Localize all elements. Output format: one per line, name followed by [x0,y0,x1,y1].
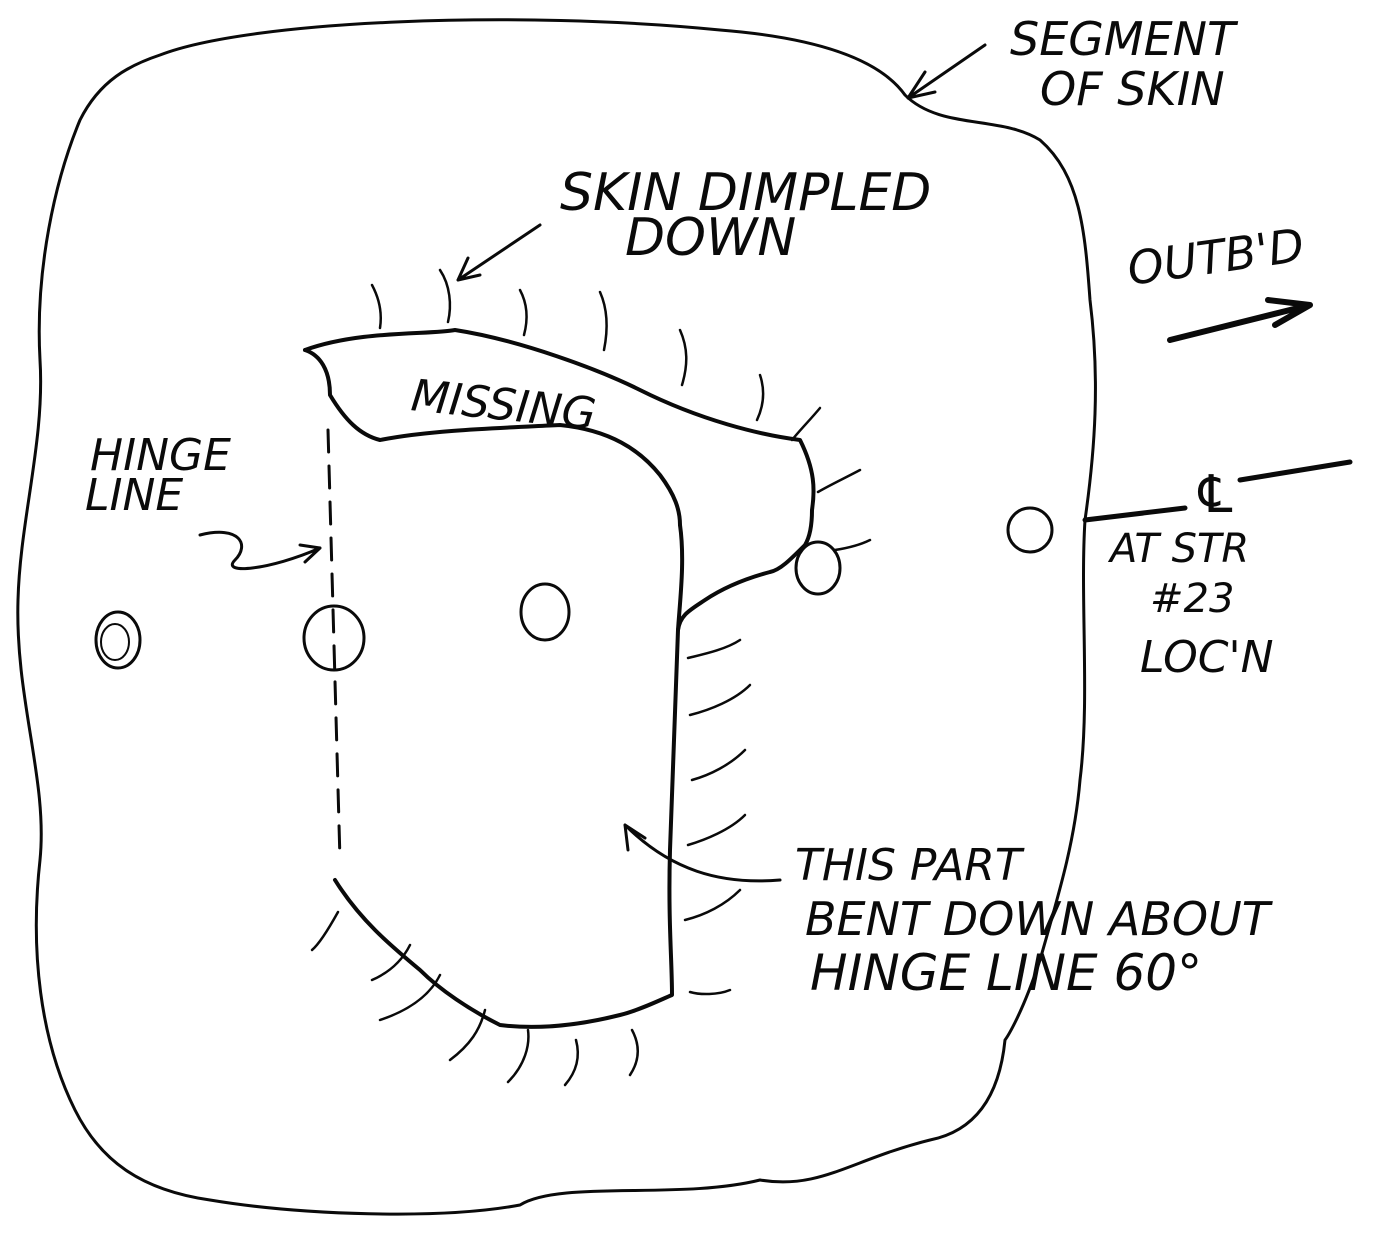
label-hinge-line2: LINE [85,470,183,521]
dimple-leader-arrow [456,223,542,282]
fastener-hole-hinge [302,604,366,672]
bent-part-leader-arrow [623,823,782,883]
fastener-hole-flap [519,582,571,642]
segment-leader-arrow [906,43,987,100]
dimple-ticks-bottom [310,910,639,1087]
fastener-hole-right [1006,506,1054,554]
bent-flap-outline [333,523,685,1029]
label-centerline: ℄ [1192,465,1239,525]
label-missing: MISSING [409,370,599,440]
fastener-hole-torn [794,540,842,596]
label-outbd: OUTB'D [1124,218,1307,296]
fastener-holes [94,506,1054,672]
dimple-ticks-top [370,268,822,442]
label-dimpled-line1: SKIN DIMPLED [560,163,931,223]
label-bent-line3: HINGE LINE 60° [810,944,1202,1002]
label-stringer-line3: LOC'N [1140,632,1274,683]
label-dimpled-line2: DOWN [625,208,796,268]
label-segment-line1: SEGMENT [1010,12,1239,66]
label-stringer-line2: #23 [1150,576,1234,622]
label-stringer-line1: AT STR [1107,526,1249,572]
bent-flap-top-edge [303,348,682,527]
fastener-hole-left [94,610,142,670]
label-bent-line2: BENT DOWN ABOUT [805,892,1274,946]
centerline-mark [1082,459,1353,523]
missing-area-outline [303,328,816,632]
outboard-arrow [1167,297,1313,343]
label-bent-line1: THIS PART [795,840,1025,891]
label-segment-line2: OF SKIN [1040,62,1225,116]
dimple-ticks-right [683,468,872,996]
label-hinge-line1: HINGE [90,430,231,481]
hinge-line [326,428,342,862]
skin-segment-outline [16,18,1097,1216]
hinge-leader-arrow [198,530,322,571]
